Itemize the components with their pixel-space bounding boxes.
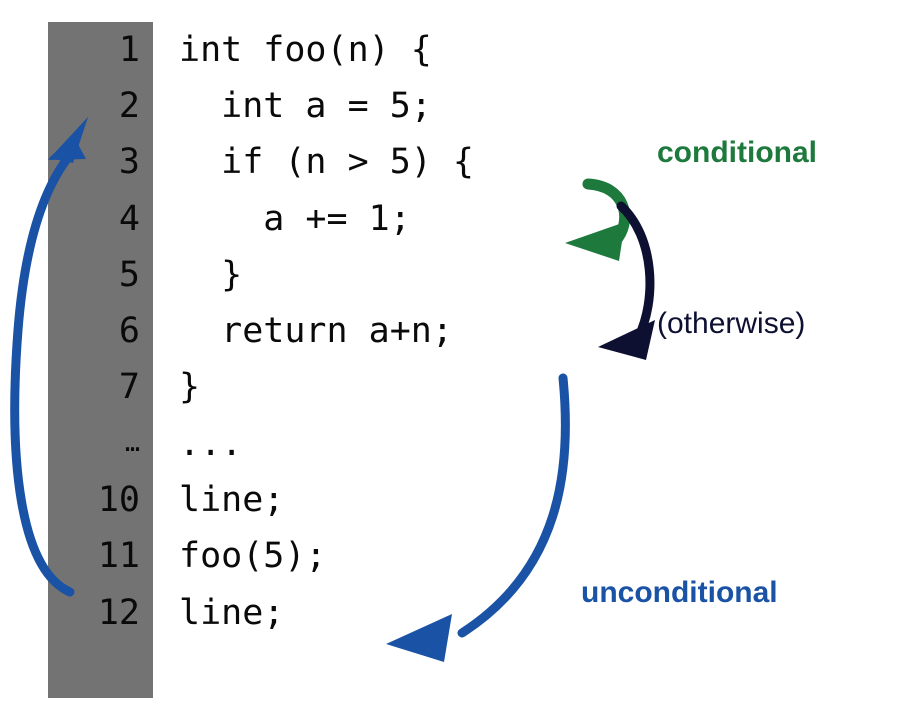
line-number: 5 (118, 254, 140, 295)
code-line-row: 11 foo(5); (48, 529, 608, 585)
code-listing: 1 int foo(n) { 2 int a = 5; 3 if (n > 5)… (48, 22, 608, 698)
unconditional-label: unconditional (581, 576, 778, 609)
code-line-row: 4 a += 1; (48, 191, 608, 247)
code-line-text: int foo(n) { (179, 29, 432, 70)
code-line-text: if (n > 5) { (179, 142, 475, 183)
code-line-text: } (179, 254, 243, 295)
code-line-row: 10 line; (48, 472, 608, 528)
line-number: 10 (97, 480, 140, 521)
code-line-text: foo(5); (179, 536, 327, 577)
line-number: 6 (118, 311, 140, 352)
code-line-row: 6 return a+n; (48, 303, 608, 359)
line-number: 11 (97, 536, 140, 577)
code-line-text: return a+n; (179, 311, 453, 352)
line-number: 2 (118, 85, 140, 126)
code-line-text: a += 1; (179, 198, 411, 239)
code-line-text: line; (179, 480, 285, 521)
code-line-row: … ... (48, 416, 608, 472)
conditional-label: conditional (657, 136, 817, 169)
code-line-row: 5 } (48, 247, 608, 303)
line-number: 7 (118, 367, 140, 408)
code-line-text: ... (179, 423, 243, 464)
line-number: 1 (118, 29, 140, 70)
line-number: 12 (97, 592, 140, 633)
line-number: 3 (118, 142, 140, 183)
code-line-text: int a = 5; (179, 85, 432, 126)
line-number: 4 (118, 198, 140, 239)
code-line-row: 7 } (48, 360, 608, 416)
code-line-row: 3 if (n > 5) { (48, 135, 608, 191)
code-line-text: } (179, 367, 201, 408)
code-line-text: line; (179, 592, 285, 633)
otherwise-label: (otherwise) (657, 307, 806, 340)
code-line-row: 1 int foo(n) { (48, 22, 608, 78)
line-number-ellipsis: … (124, 427, 140, 457)
code-line-row: 2 int a = 5; (48, 78, 608, 134)
code-line-row: 12 line; (48, 585, 608, 641)
